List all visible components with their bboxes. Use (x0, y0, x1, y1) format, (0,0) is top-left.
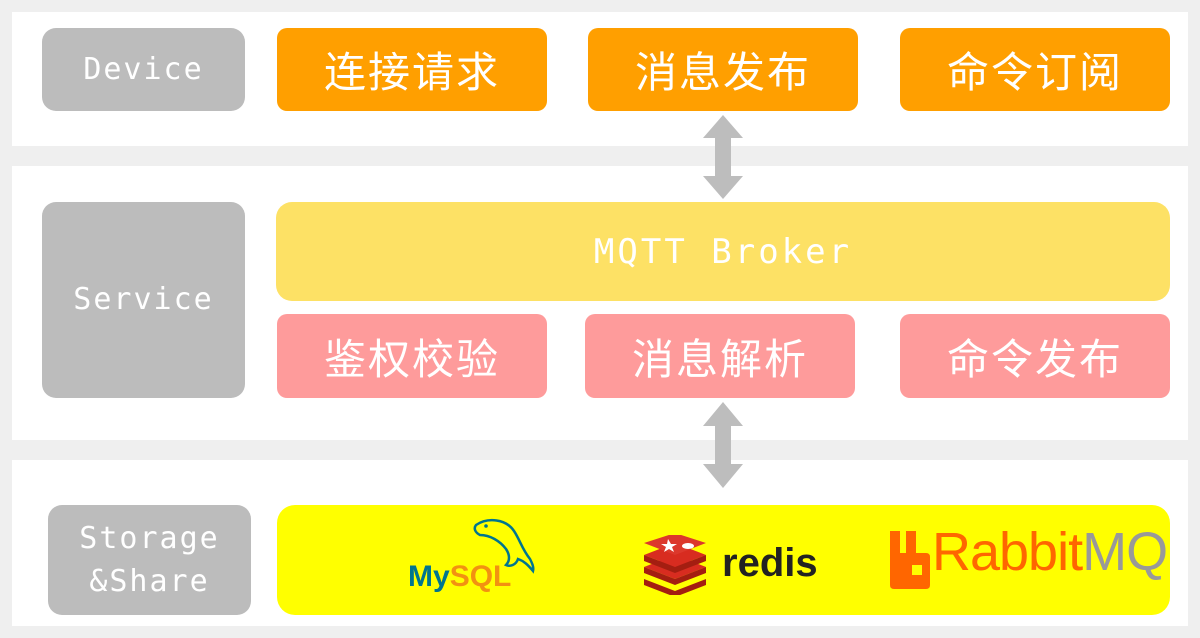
rabbit-text: Rabbit (932, 522, 1083, 582)
rabbitmq-icon (890, 531, 930, 589)
mysql-sql-text: SQL (449, 560, 512, 593)
connect-request-box: 连接请求 (277, 28, 547, 111)
mqtt-broker-text: MQTT Broker (593, 231, 853, 272)
rabbitmq-logo: RabbitMQ (888, 522, 1168, 593)
command-subscribe-box: 命令订阅 (900, 28, 1170, 111)
mysql-my-text: My (408, 560, 450, 593)
device-layer-label: Device (42, 28, 245, 111)
mq-text: MQ (1082, 522, 1168, 582)
message-publish-box: 消息发布 (588, 28, 858, 111)
command-publish-text: 命令发布 (946, 334, 1123, 384)
mysql-logo: MySQL (408, 515, 538, 605)
redis-cube-icon (644, 535, 706, 595)
storage-bar (277, 505, 1170, 615)
auth-check-box: 鉴权校验 (277, 314, 547, 398)
redis-logo: redis (640, 535, 830, 597)
message-parse-box: 消息解析 (585, 314, 855, 398)
message-publish-text: 消息发布 (634, 48, 811, 97)
double-arrow-icon (703, 402, 743, 488)
storage-label-line2: &Share (89, 564, 210, 599)
device-label-text: Device (83, 51, 204, 87)
service-layer-label: Service (42, 202, 245, 398)
storage-label-line1: Storage (79, 520, 220, 556)
auth-check-text: 鉴权校验 (323, 334, 500, 384)
double-arrow-icon (703, 115, 743, 199)
message-parse-text: 消息解析 (631, 334, 808, 384)
connect-request-text: 连接请求 (323, 48, 500, 97)
storage-layer-label: Storage &Share (48, 505, 251, 615)
service-label-text: Service (73, 282, 214, 318)
mqtt-broker-box: MQTT Broker (276, 202, 1170, 301)
command-publish-box: 命令发布 (900, 314, 1170, 398)
redis-text: redis (722, 541, 818, 585)
dolphin-icon (473, 518, 535, 574)
command-subscribe-text: 命令订阅 (946, 48, 1123, 97)
